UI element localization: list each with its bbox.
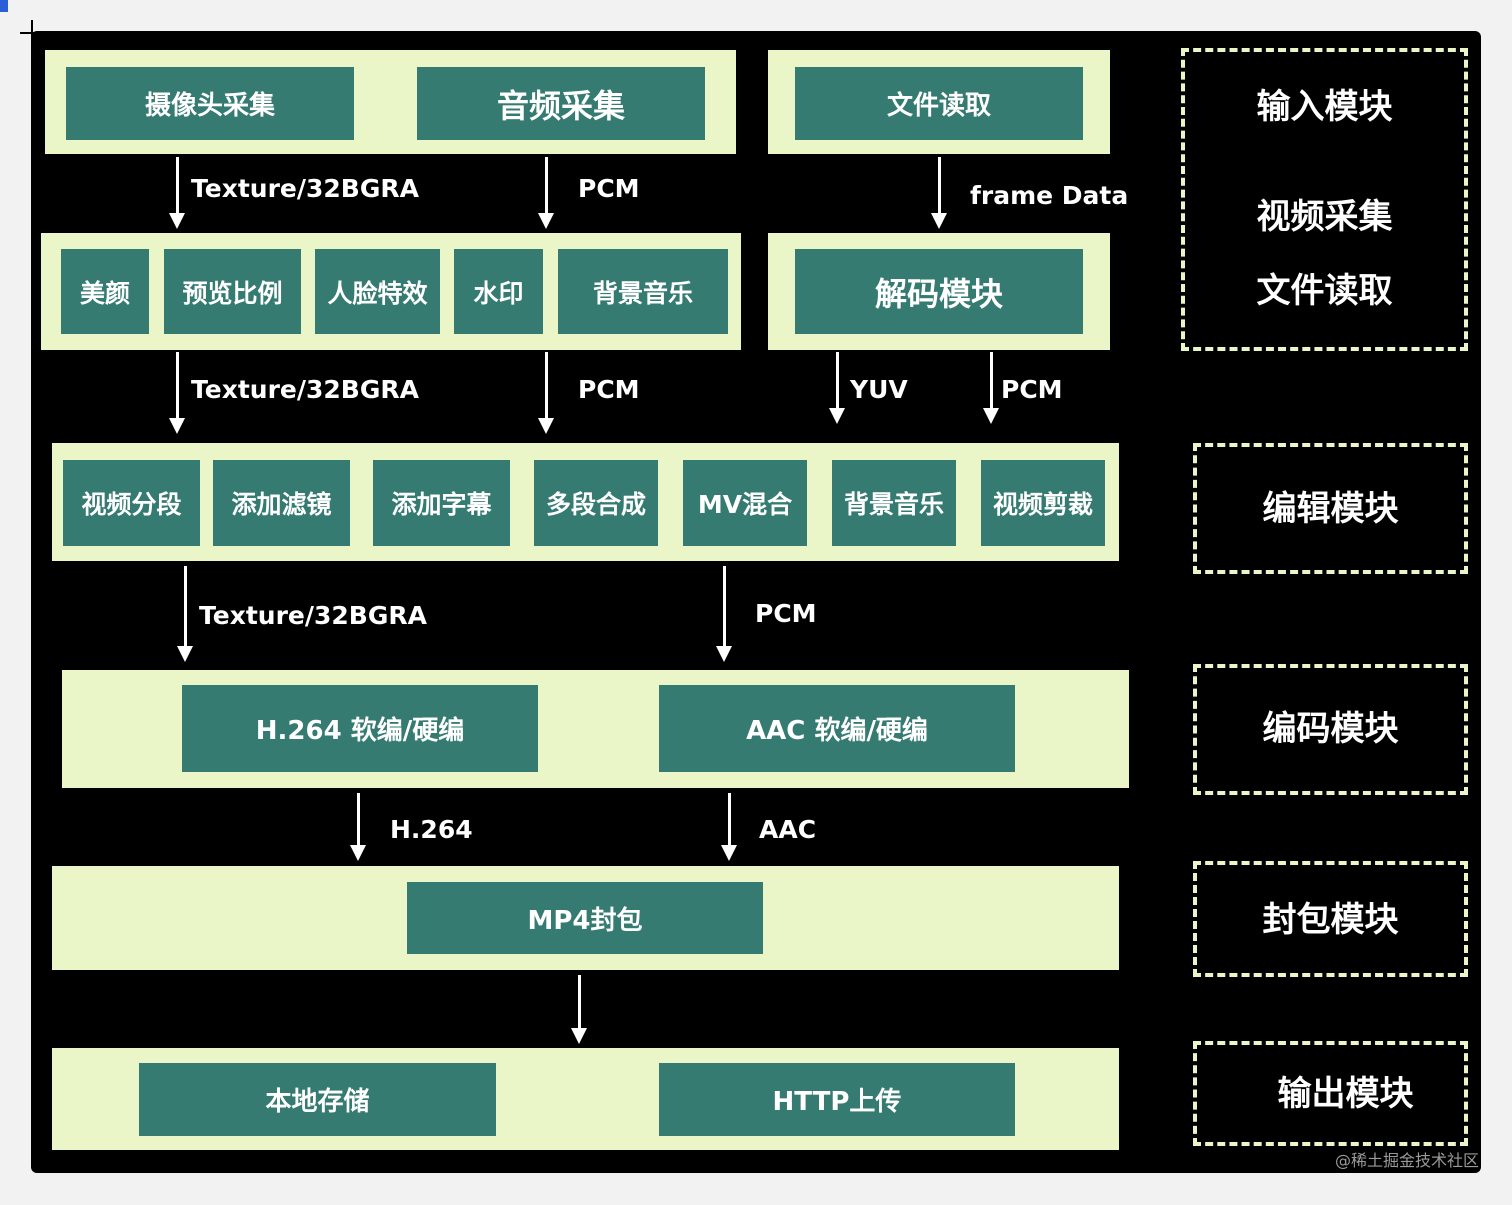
pcm-label: PCM bbox=[1001, 375, 1063, 404]
filter-box-face-effect: 人脸特效 bbox=[315, 249, 440, 334]
pcm-label: PCM bbox=[755, 599, 817, 628]
edit-box-subtitle: 添加字幕 bbox=[373, 460, 510, 546]
diagram-canvas: 摄像头采集 音频采集 文件读取 Texture/32BGRA PCM frame… bbox=[31, 31, 1481, 1173]
local-storage-box: 本地存储 bbox=[139, 1063, 496, 1136]
yuv-label: YUV bbox=[850, 375, 908, 404]
filter-box-bgm: 背景音乐 bbox=[558, 249, 728, 334]
legend-input-video: 视频采集 bbox=[1256, 197, 1393, 237]
legend-edit-module: 编辑模块 bbox=[1193, 443, 1468, 574]
aac-encode-box: AAC 软编/硬编 bbox=[659, 685, 1015, 772]
pcm-label: PCM bbox=[578, 174, 640, 203]
aac-label: AAC bbox=[759, 815, 817, 844]
legend-input-file: 文件读取 bbox=[1256, 271, 1393, 311]
corner-marker bbox=[0, 0, 8, 12]
edit-box-filter: 添加滤镜 bbox=[213, 460, 350, 546]
audio-capture-box: 音频采集 bbox=[417, 67, 705, 140]
texture-label: Texture/32BGRA bbox=[199, 601, 427, 630]
legend-output-module: 输出模块 bbox=[1193, 1041, 1468, 1146]
pcm-label: PCM bbox=[578, 375, 640, 404]
legend-encode-title: 编码模块 bbox=[1262, 709, 1399, 749]
texture-label: Texture/32BGRA bbox=[191, 174, 419, 203]
filter-box-beauty: 美颜 bbox=[61, 249, 149, 334]
mp4-mux-box: MP4封包 bbox=[407, 882, 763, 954]
watermark-text: @稀土掘金技术社区 bbox=[1334, 1151, 1479, 1170]
filter-box-preview-ratio: 预览比例 bbox=[164, 249, 301, 334]
edit-box-mv-mix: MV混合 bbox=[683, 460, 807, 546]
edit-box-bgm: 背景音乐 bbox=[832, 460, 956, 546]
file-read-box: 文件读取 bbox=[795, 67, 1083, 140]
legend-input-module: 输入模块 视频采集 文件读取 bbox=[1181, 48, 1468, 351]
legend-edit-title: 编辑模块 bbox=[1262, 489, 1399, 529]
http-upload-box: HTTP上传 bbox=[659, 1063, 1015, 1136]
legend-input-title: 输入模块 bbox=[1256, 87, 1393, 127]
camera-capture-box: 摄像头采集 bbox=[66, 67, 354, 140]
legend-output-title: 输出模块 bbox=[1277, 1074, 1414, 1114]
legend-mux-module: 封包模块 bbox=[1193, 861, 1468, 977]
edit-box-segment: 视频分段 bbox=[63, 460, 200, 546]
frame-data-label: frame Data bbox=[970, 181, 1129, 210]
legend-encode-module: 编码模块 bbox=[1193, 664, 1468, 795]
texture-label: Texture/32BGRA bbox=[191, 375, 419, 404]
h264-encode-box: H.264 软编/硬编 bbox=[182, 685, 538, 772]
decode-module-box: 解码模块 bbox=[795, 249, 1083, 334]
edit-box-crop: 视频剪裁 bbox=[981, 460, 1105, 546]
legend-mux-title: 封包模块 bbox=[1262, 900, 1399, 940]
filter-box-watermark: 水印 bbox=[454, 249, 543, 334]
h264-label: H.264 bbox=[390, 815, 473, 844]
edit-box-merge: 多段合成 bbox=[534, 460, 658, 546]
